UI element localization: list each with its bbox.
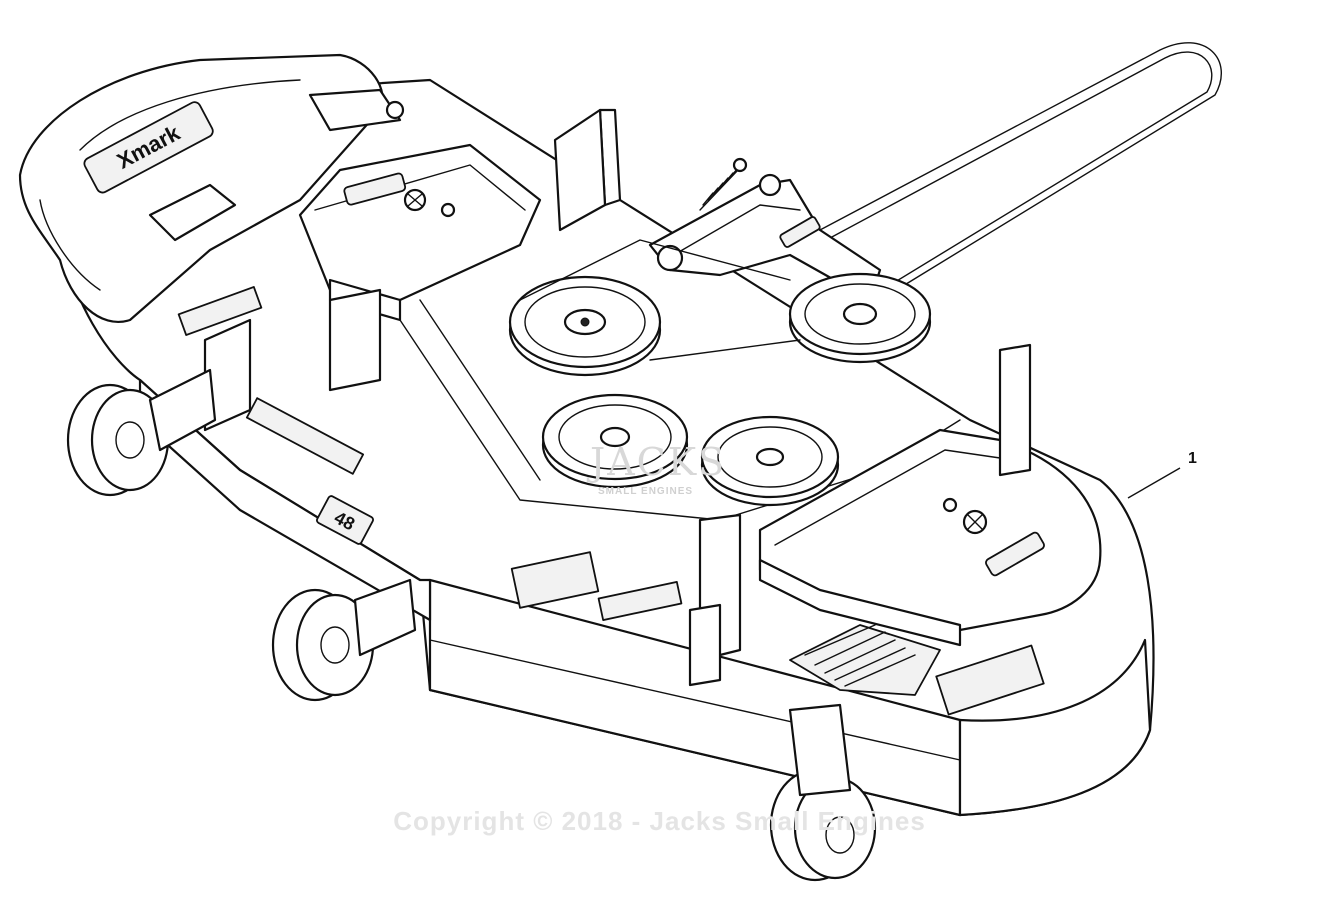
idler-pulley: [788, 272, 932, 364]
deck-belt: [519, 239, 801, 361]
left-deck-pulley: [508, 275, 662, 377]
center-spindle-cover: [298, 143, 542, 322]
idler-arm-assembly: [553, 108, 882, 302]
safety-decals: 48: [177, 286, 1045, 716]
gauge-wheel-front-right: [769, 703, 877, 882]
drive-belt: [819, 42, 1222, 301]
callout-number: 1: [1188, 450, 1197, 467]
copyright-watermark: Copyright © 2018 - Jacks Small Engines: [393, 806, 926, 836]
right-deck-pulley: [700, 415, 840, 507]
watermark-brand: JACKS: [590, 440, 727, 484]
gauge-wheel-front-left: [271, 578, 417, 702]
right-spindle-cover: [758, 428, 1102, 647]
left-spindle-cover: Xmark: [18, 53, 405, 323]
gauge-wheel-rear-left: [66, 368, 217, 497]
foot-rest-pad: [789, 624, 941, 696]
watermark-subtitle: SMALL ENGINES: [598, 486, 694, 497]
callout-leader-line: [1127, 467, 1181, 499]
mounting-brackets: [203, 288, 1032, 687]
center-deck-pulley: [541, 393, 689, 489]
